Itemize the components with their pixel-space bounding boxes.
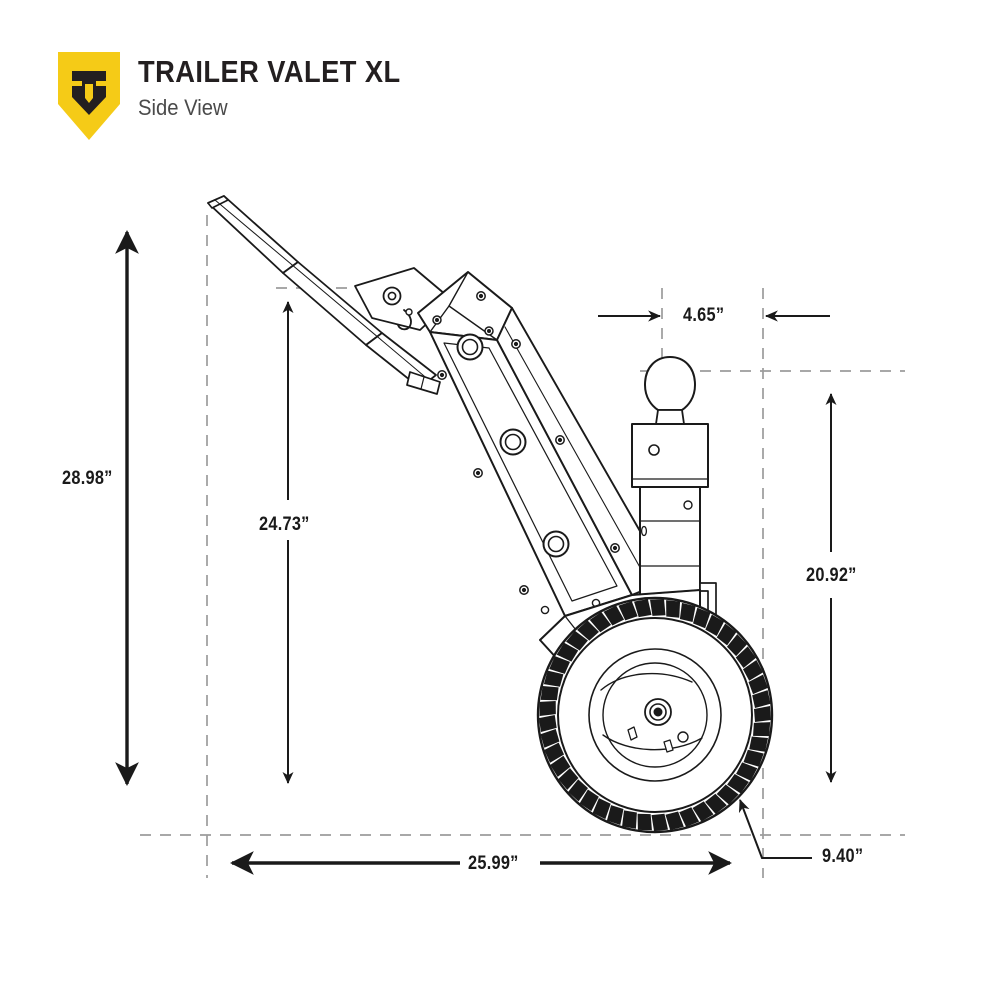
- dimension-wheel-diameter-leader: [738, 798, 812, 859]
- knobby-tread-wheel: [536, 596, 774, 834]
- wheel-hub-axle: [588, 648, 722, 782]
- tow-ball-coupler: [631, 356, 717, 639]
- title-block: TRAILER VALET XL Side View: [138, 52, 436, 121]
- main-gearbox-housing: [406, 307, 669, 617]
- header: TRAILER VALET XL Side View: [58, 52, 436, 140]
- drive-port-2: [499, 428, 527, 456]
- dimension-label-handle-pivot-height: 24.73”: [259, 514, 310, 535]
- telescoping-handle: [207, 195, 437, 389]
- trailer-valet-shield-logo: [58, 52, 120, 140]
- drive-port-3: [542, 530, 570, 558]
- trailer-valet-machine: [207, 195, 774, 834]
- page-subtitle: Side View: [138, 94, 228, 120]
- side-stub-pin: [406, 371, 441, 395]
- housing-bolts: [437, 339, 620, 615]
- wheel-tread-pattern: [538, 599, 771, 832]
- dimension-label-overall-length: 25.99”: [468, 853, 519, 874]
- dimension-label-coupler-height: 20.92”: [806, 565, 857, 586]
- dimension-label-wheel-diameter: 9.40”: [822, 846, 864, 867]
- dimension-label-overall-height: 28.98”: [62, 468, 113, 489]
- drive-port-1: [456, 333, 484, 361]
- drive-socket-ports: [456, 333, 570, 558]
- guide-lines: [140, 215, 905, 878]
- page-title: TRAILER VALET XL: [138, 54, 401, 89]
- dimension-label-coupler-offset: 4.65”: [683, 305, 725, 326]
